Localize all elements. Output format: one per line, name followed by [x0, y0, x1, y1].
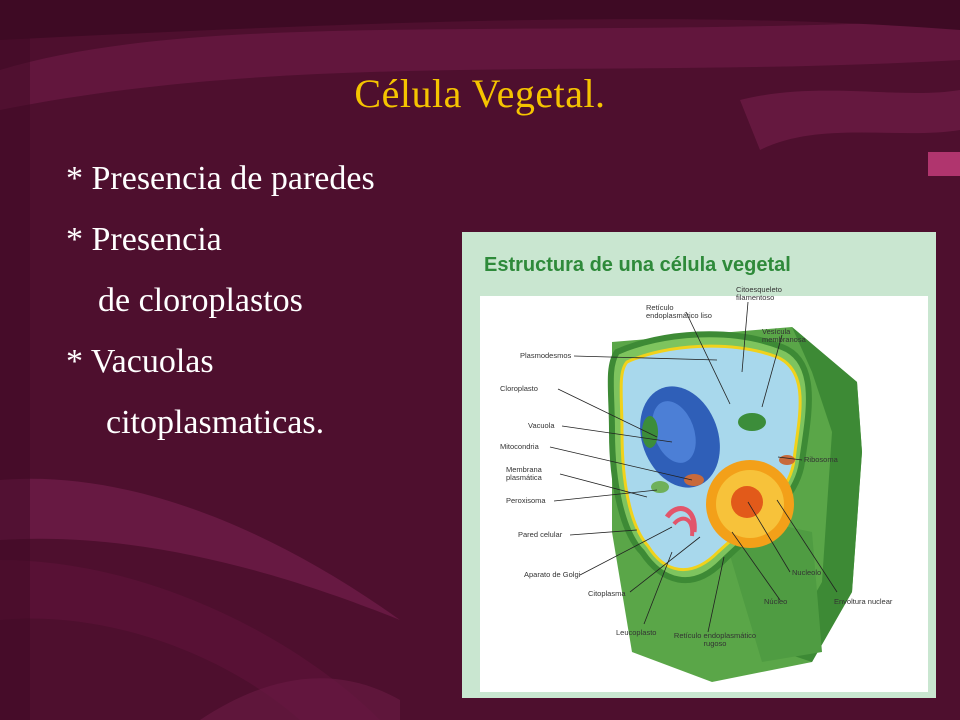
- bullet-chloroplasts: de cloroplastos: [98, 282, 303, 319]
- label-membrane: Membrana plasmática: [506, 465, 542, 482]
- bullet-list: * Presencia de paredes * Presencia de cl…: [66, 148, 466, 453]
- label-chloroplast: Cloroplasto: [500, 384, 538, 393]
- figure-title: Estructura de una célula vegetal: [484, 254, 791, 276]
- label-rough-er: Retículo endoplasmático rugoso: [673, 631, 757, 648]
- slide-title: Célula Vegetal.: [354, 71, 606, 116]
- label-cytoskeleton: Citoesqueleto filamentoso: [736, 285, 782, 302]
- bullet-vacuoles: * Vacuolas: [66, 343, 214, 380]
- plant-cell-diagram: [480, 296, 928, 692]
- bullet-walls: * Presencia de paredes: [66, 160, 375, 197]
- plant-cell-figure: Estructura de una célula vegetal Citoesq…: [462, 232, 936, 698]
- bullet-cytoplasmic: citoplasmaticas.: [106, 404, 325, 441]
- label-plasmodesmata: Plasmodesmos: [520, 351, 572, 360]
- label-vesicle: Vesícula membranosa: [762, 327, 806, 344]
- label-golgi: Aparato de Golgi: [524, 570, 581, 579]
- label-cytoplasm: Citoplasma: [588, 589, 626, 598]
- label-cell-wall: Pared celular: [518, 530, 563, 539]
- label-nucleus: Núcleo: [764, 597, 788, 606]
- bullet-presence: * Presencia: [66, 221, 222, 258]
- label-vacuole: Vacuola: [528, 421, 555, 430]
- label-smooth-er: Retículo endoplasmático liso: [646, 303, 712, 320]
- label-peroxisome: Peroxisoma: [506, 496, 546, 505]
- label-nuclear-envelope: Envoltura nuclear: [834, 597, 893, 606]
- label-ribosome: Ribosoma: [804, 455, 838, 464]
- label-nucleolus: Nucleolo: [792, 568, 822, 577]
- label-mitochondria: Mitocondria: [500, 442, 539, 451]
- label-leucoplast: Leucoplasto: [616, 628, 657, 637]
